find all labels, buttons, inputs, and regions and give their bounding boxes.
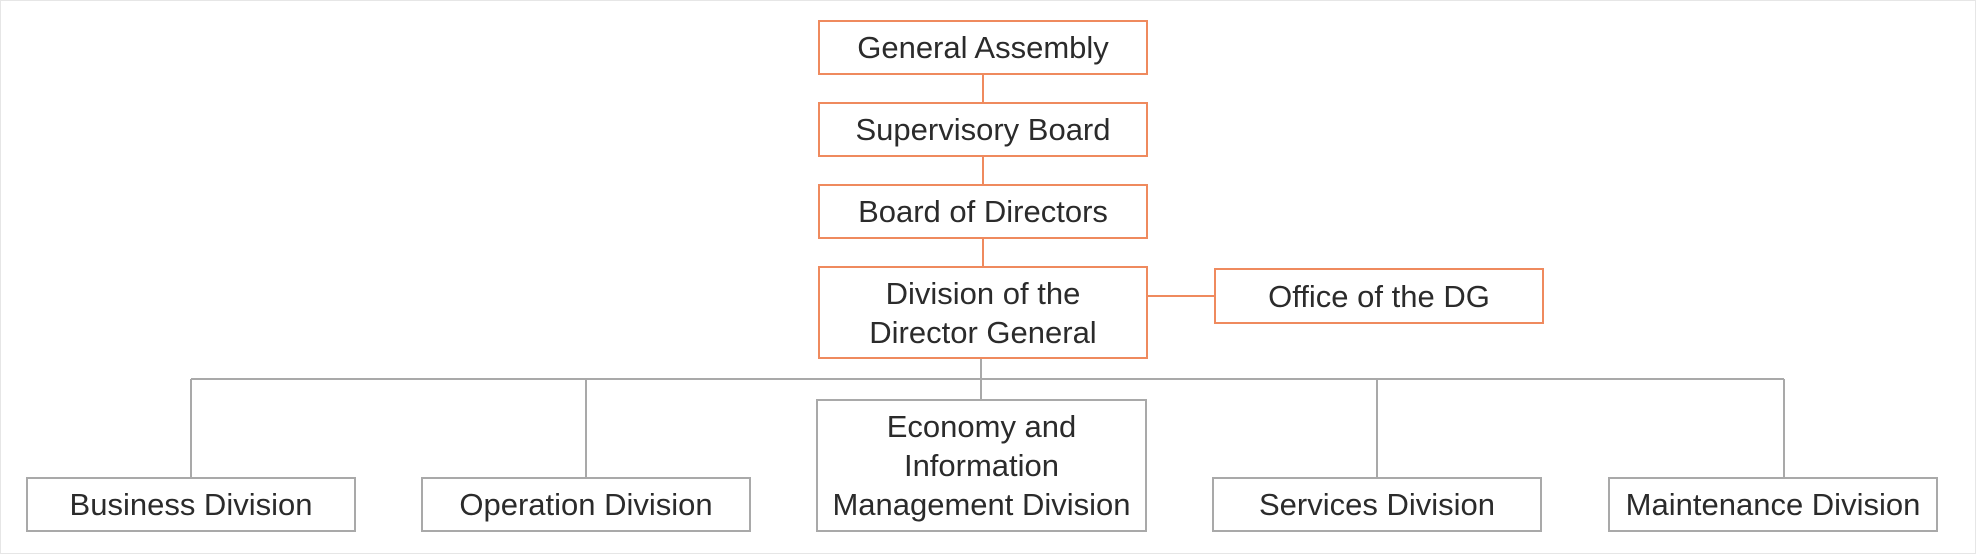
- board-of-directors-label: Board of Directors: [858, 194, 1108, 229]
- maintenance-division-label: Maintenance Division: [1625, 487, 1921, 522]
- director-general-division-label: Division of the Director General: [869, 275, 1097, 350]
- office-of-dg-box: Office of the DG: [1214, 268, 1544, 324]
- operation-division-label: Operation Division: [459, 487, 713, 522]
- services-division-box: Services Division: [1212, 477, 1542, 532]
- maintenance-division-box: Maintenance Division: [1608, 477, 1938, 532]
- supervisory-board-label: Supervisory Board: [855, 112, 1111, 147]
- operation-division-box: Operation Division: [421, 477, 751, 532]
- services-division-label: Services Division: [1258, 487, 1495, 522]
- director-general-division-box: Division of the Director General: [818, 266, 1148, 359]
- economy-information-division-label: Economy and Information Management Divis…: [832, 409, 1131, 522]
- general-assembly-box: General Assembly: [818, 20, 1148, 75]
- supervisory-board-box: Supervisory Board: [818, 102, 1148, 157]
- board-of-directors-box: Board of Directors: [818, 184, 1148, 239]
- business-division-label: Business Division: [69, 487, 313, 522]
- general-assembly-label: General Assembly: [857, 30, 1109, 65]
- economy-information-division-box: Economy and Information Management Divis…: [816, 399, 1147, 532]
- office-of-dg-label: Office of the DG: [1268, 278, 1490, 314]
- business-division-box: Business Division: [26, 477, 356, 532]
